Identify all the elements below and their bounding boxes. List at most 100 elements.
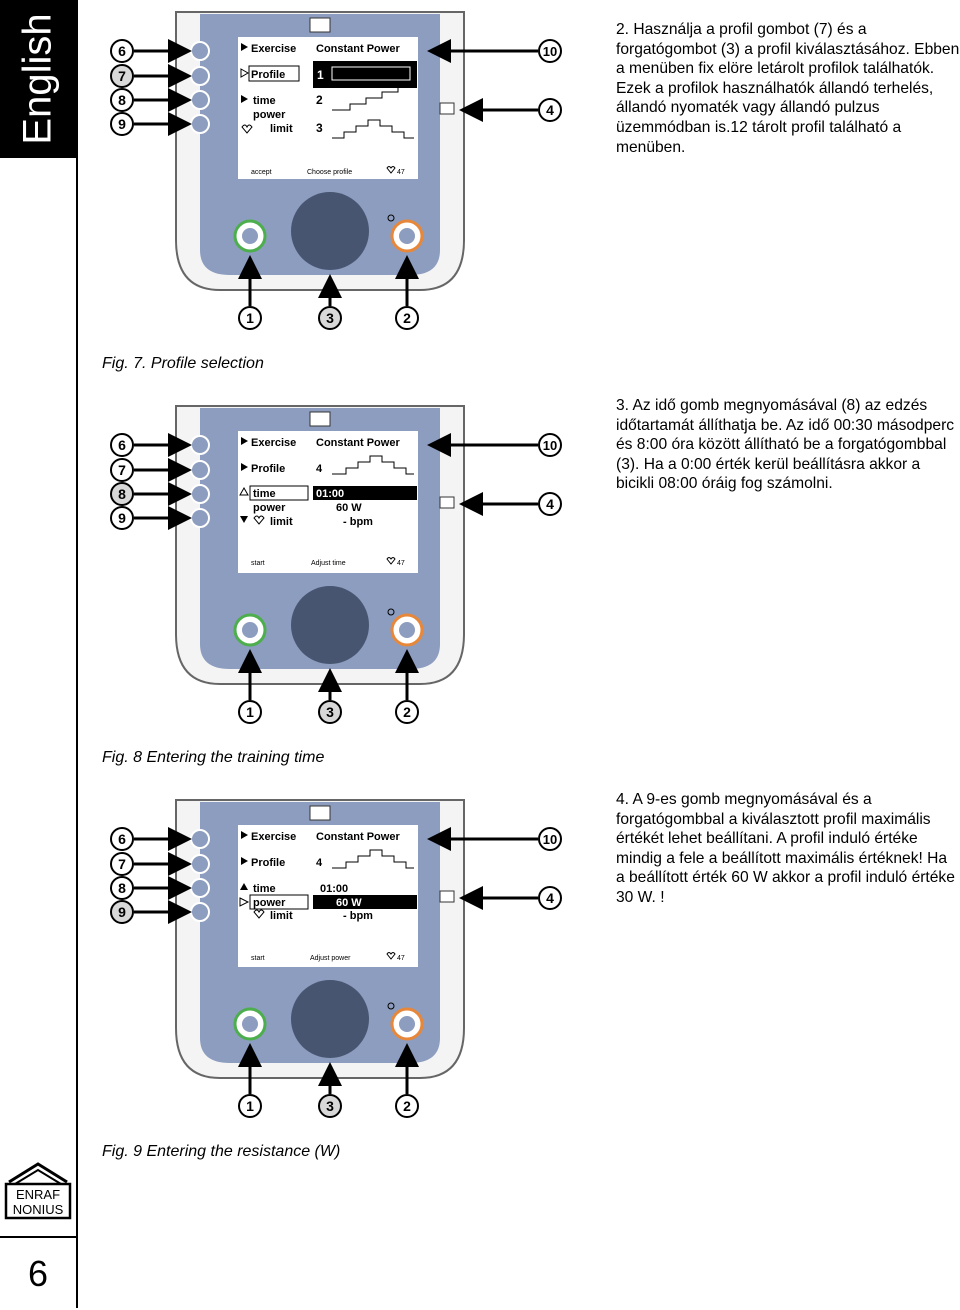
arrow-right-icon	[241, 463, 248, 471]
profile-label: Profile	[251, 463, 285, 475]
power-button[interactable]	[190, 508, 210, 528]
exercise-value: Constant Power	[316, 437, 400, 449]
sidebar: English ENRAF NONIUS 6	[0, 0, 78, 1308]
profile-value: 4	[316, 857, 323, 869]
limit-label: limit	[270, 910, 293, 922]
profile-1-graph	[331, 66, 411, 81]
callout-7: 7	[118, 462, 126, 478]
device-panel-figure-9: Exercise Constant Power Profile 4 time 0…	[110, 799, 562, 1118]
power-button[interactable]	[190, 114, 210, 134]
exercise-label: Exercise	[251, 437, 296, 449]
arrow-outline-icon	[239, 897, 250, 907]
brand-badge-icon	[309, 805, 331, 821]
language-tab-label: English	[15, 13, 60, 145]
exercise-button[interactable]	[190, 41, 210, 61]
start-icon	[242, 622, 258, 638]
callout-10: 10	[543, 44, 557, 59]
brand-line2: NONIUS	[13, 1202, 64, 1217]
figure-8-section: Exercise Constant Power Profile 4 time 0…	[100, 394, 960, 788]
time-value: 01:00	[316, 488, 344, 500]
callout-2: 2	[403, 1098, 411, 1114]
brand-badge-icon	[309, 411, 331, 427]
rotary-knob[interactable]	[291, 192, 369, 270]
time-label: time	[253, 488, 276, 500]
figure-caption: Fig. 8 Entering the training time	[102, 749, 325, 766]
arrow-right-icon	[241, 95, 248, 103]
callout-9: 9	[118, 116, 126, 132]
profile-button[interactable]	[190, 854, 210, 874]
card-slot-icon	[439, 496, 455, 509]
arrow-outline-icon	[240, 68, 250, 78]
footer-left: accept	[251, 169, 272, 176]
profile-2-graph	[332, 85, 414, 111]
limit-value: - bpm	[343, 910, 373, 922]
stop-icon	[399, 228, 415, 244]
rotary-knob[interactable]	[291, 980, 369, 1058]
left-callouts: 6 7 8 9	[110, 433, 192, 530]
page-number-box: 6	[0, 1236, 76, 1310]
callout-6: 6	[118, 437, 126, 453]
footer-right: 47	[397, 560, 405, 567]
rotary-knob[interactable]	[291, 586, 369, 664]
bottom-callouts: 1 3 2	[238, 649, 419, 724]
time-label-box	[249, 485, 309, 501]
footer-mid: Adjust time	[311, 560, 346, 567]
exercise-button[interactable]	[190, 435, 210, 455]
callout-1: 1	[246, 1098, 254, 1114]
figure-9-section: Exercise Constant Power Profile 4 time 0…	[100, 788, 960, 1182]
profile-3-graph	[332, 119, 414, 139]
callout-9: 9	[118, 510, 126, 526]
profile-value: 4	[316, 463, 323, 475]
time-button[interactable]	[190, 878, 210, 898]
left-callouts: 6 7 8 9	[110, 827, 192, 924]
footer-left: start	[251, 560, 265, 567]
exercise-label: Exercise	[251, 43, 296, 55]
time-value: 01:00	[320, 883, 348, 895]
power-selected-row	[313, 895, 417, 909]
callout-8: 8	[118, 880, 126, 896]
bottom-callouts: 1 3 2	[238, 1043, 419, 1118]
power-icon	[387, 1002, 395, 1010]
arrow-up-icon	[240, 883, 248, 890]
exercise-label: Exercise	[251, 831, 296, 843]
time-button[interactable]	[190, 484, 210, 504]
callout-7: 7	[118, 68, 126, 84]
profile-button[interactable]	[190, 66, 210, 86]
card-slot-icon	[439, 890, 455, 903]
power-value: 60 W	[336, 502, 362, 514]
callout-6: 6	[118, 831, 126, 847]
power-value: 60 W	[336, 897, 362, 909]
start-icon	[242, 228, 258, 244]
profile-button[interactable]	[190, 460, 210, 480]
body-paragraph: 2. Használja a profil gombot (7) és a fo…	[616, 21, 960, 156]
power-icon	[387, 608, 395, 616]
limit-label: limit	[270, 123, 293, 135]
limit-value: - bpm	[343, 516, 373, 528]
device-panel-figure-8: Exercise Constant Power Profile 4 time 0…	[110, 405, 562, 724]
arrow-up-icon	[239, 486, 249, 496]
callout-2: 2	[403, 310, 411, 326]
right-callouts: 10 4	[427, 433, 562, 516]
profile-selected-row	[313, 61, 417, 88]
time-button[interactable]	[190, 90, 210, 110]
arrow-right-icon	[241, 437, 248, 445]
right-callouts: 10 4	[427, 827, 562, 910]
profile-graph	[332, 455, 414, 475]
profile-number-2: 2	[316, 93, 323, 107]
page-number: 6	[27, 1253, 49, 1294]
body-paragraph: 4. A 9-es gomb megnyomásával és a forgat…	[616, 791, 955, 906]
right-callouts: 10 4	[427, 39, 562, 122]
arrow-right-icon	[241, 43, 248, 51]
power-label: power	[253, 897, 286, 909]
exercise-button[interactable]	[190, 829, 210, 849]
callout-4: 4	[546, 496, 554, 512]
profile-label: Profile	[251, 857, 285, 869]
callout-3: 3	[326, 310, 334, 326]
callout-4: 4	[546, 102, 554, 118]
power-button[interactable]	[190, 902, 210, 922]
left-callouts: 6 7 8 9	[110, 39, 192, 136]
profile-label: Profile	[251, 69, 285, 81]
stop-icon	[399, 622, 415, 638]
callout-1: 1	[246, 310, 254, 326]
brand-line1: ENRAF	[16, 1187, 60, 1202]
